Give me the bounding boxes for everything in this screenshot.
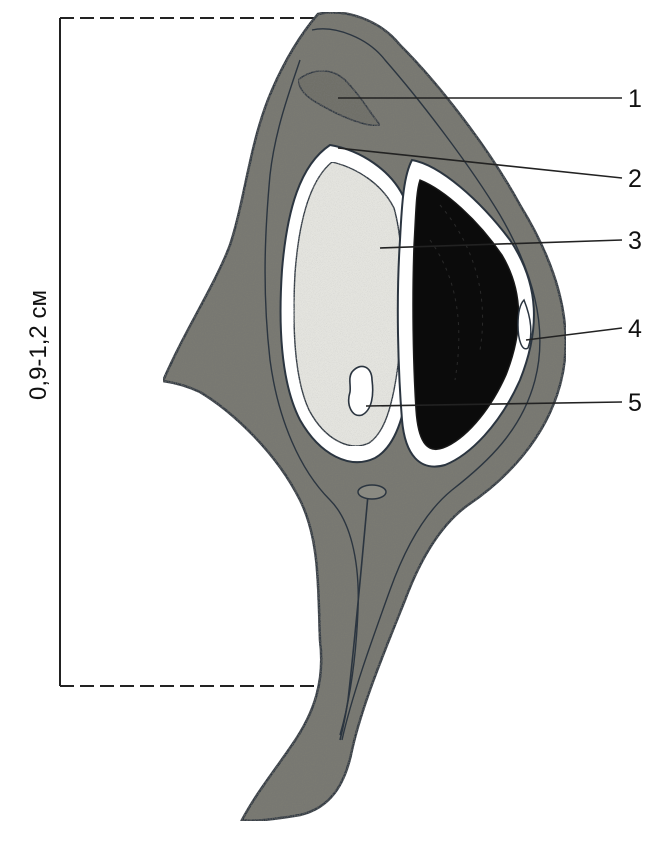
dimension-label: 0,9-1,2 см: [25, 290, 52, 400]
callout-2-label: 2: [628, 165, 642, 193]
septum-vessel: [358, 485, 386, 499]
septum-vessel-outline: [358, 485, 386, 499]
callout-1-label: 1: [628, 85, 642, 113]
callout-5-label: 5: [628, 389, 642, 417]
light-chamber: [281, 145, 416, 462]
callout-4-label: 4: [628, 315, 642, 343]
callout-3-label: 3: [628, 227, 642, 255]
inclusion: [349, 366, 373, 415]
